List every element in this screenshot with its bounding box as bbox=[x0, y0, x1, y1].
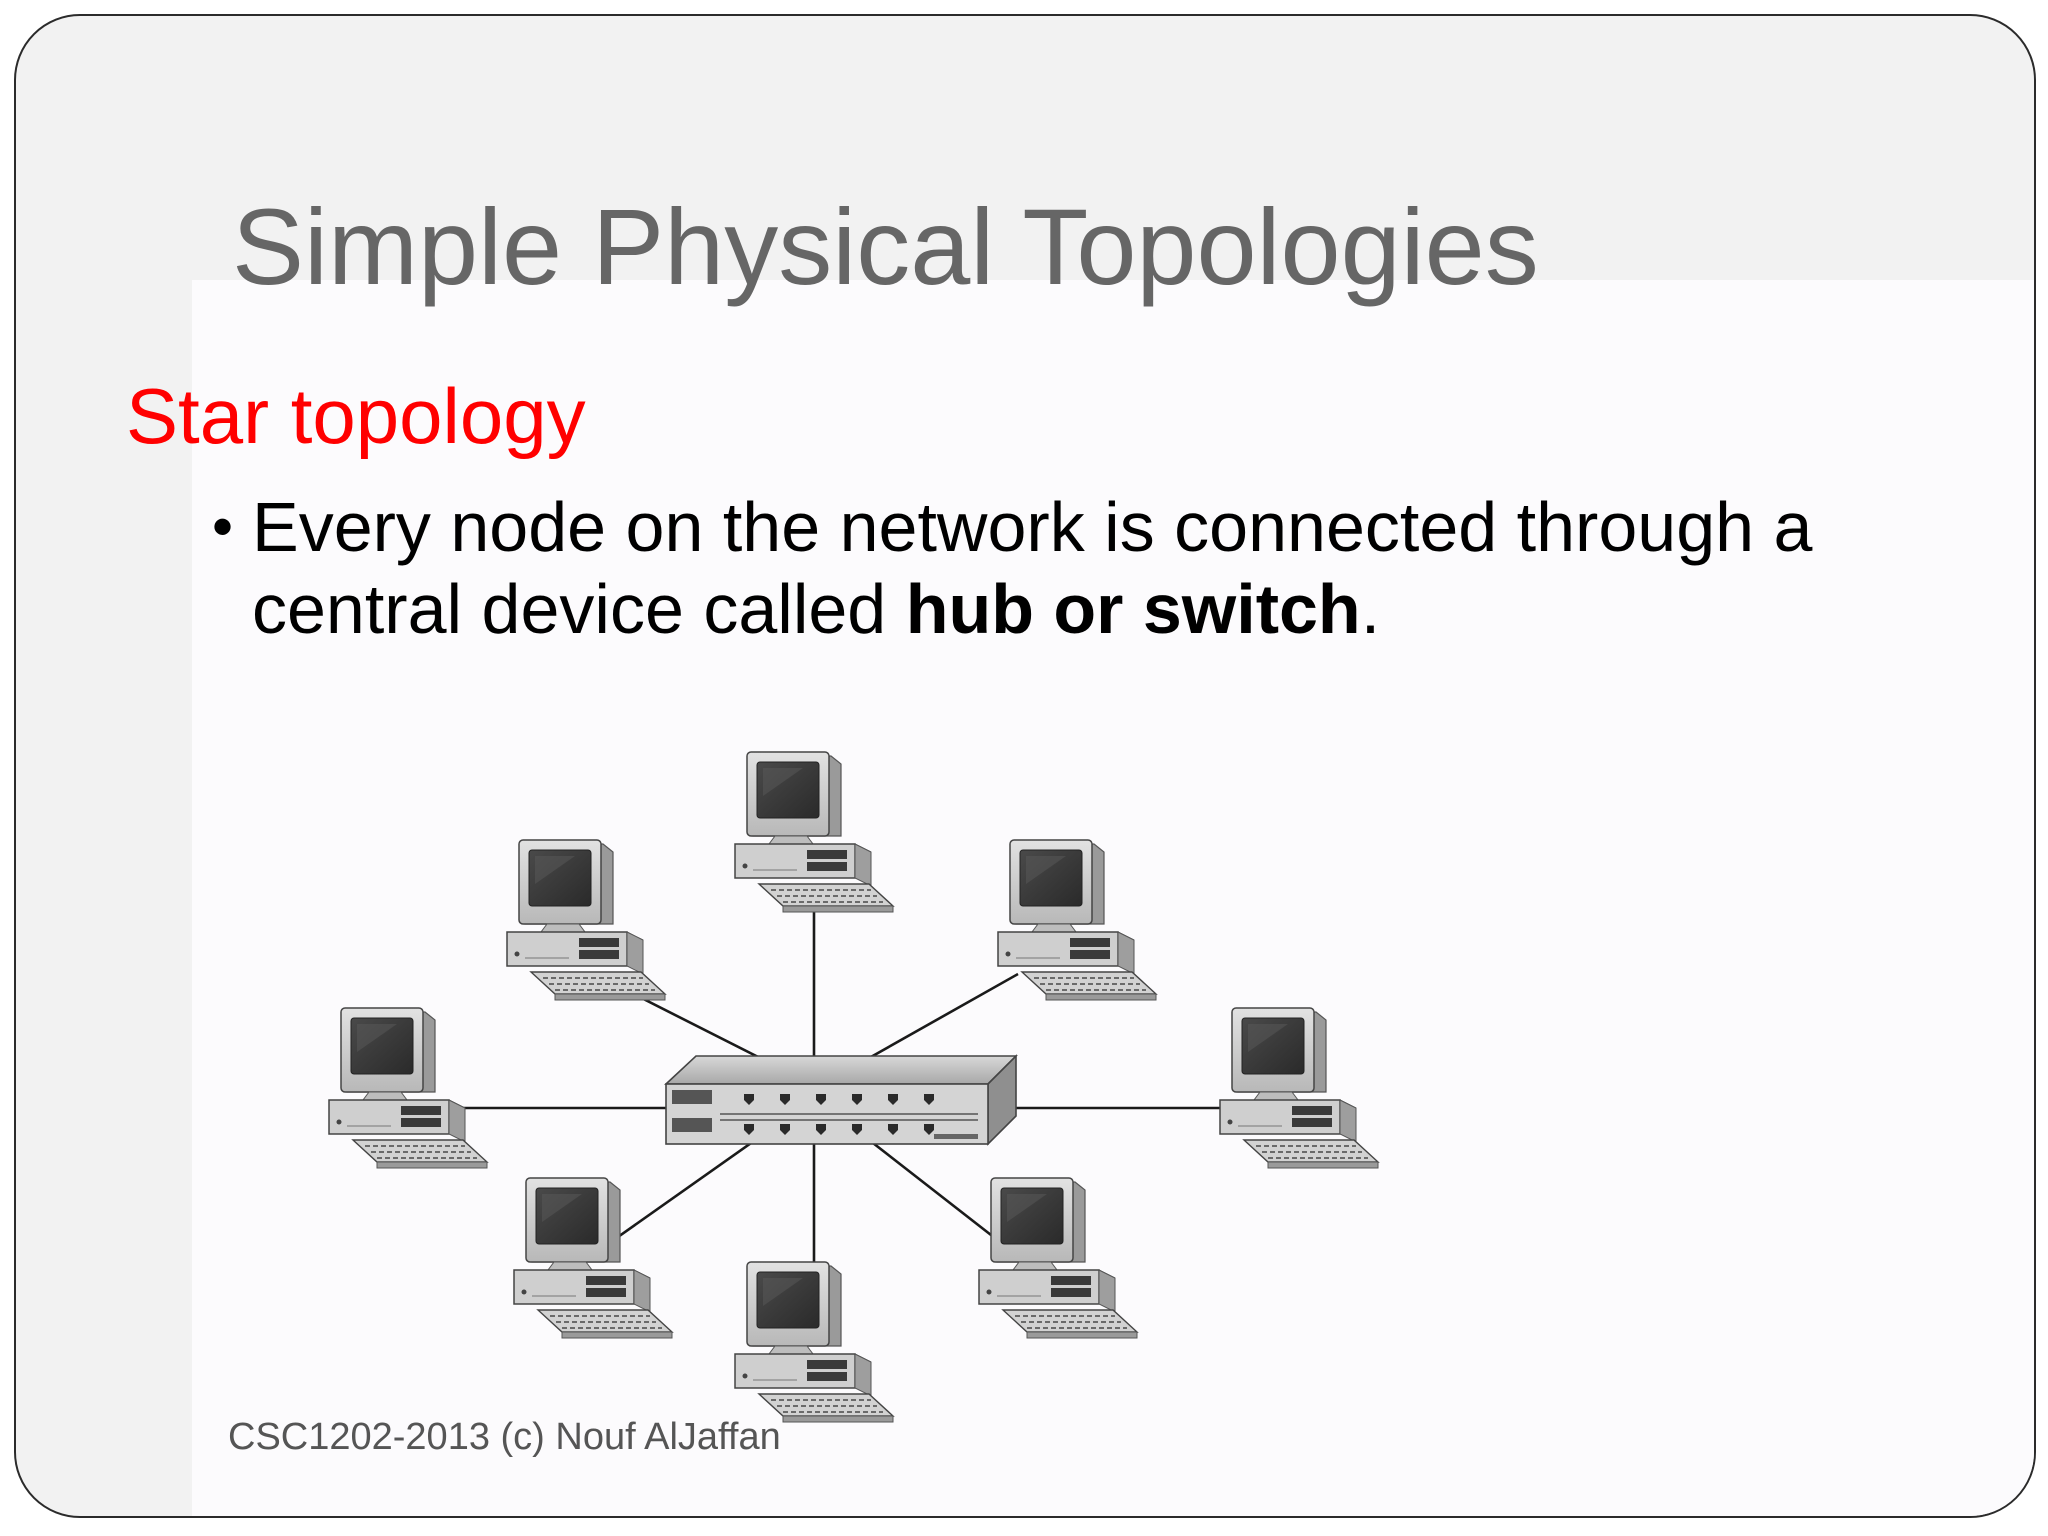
star-topology-diagram bbox=[328, 751, 1379, 1423]
computer-node-right bbox=[1219, 1007, 1379, 1169]
bullet-text-plain: Every node on the network is connected t… bbox=[252, 488, 1813, 648]
computer-node-upper-right bbox=[997, 839, 1157, 1001]
bullet-text-bold: hub or switch bbox=[905, 570, 1361, 648]
bullet-dot-icon: • bbox=[212, 493, 234, 560]
computer-node-upper-left bbox=[506, 839, 666, 1001]
slide-footer: CSC1202-2013 (c) Nouf AlJaffan bbox=[228, 1416, 781, 1458]
bullet-text: Every node on the network is connected t… bbox=[252, 486, 1992, 650]
hub-switch bbox=[663, 1054, 1018, 1146]
computer-node-bottom bbox=[734, 1261, 894, 1423]
slide-title: Simple Physical Topologies bbox=[232, 186, 1539, 307]
computer-node-left bbox=[328, 1007, 488, 1169]
computer-node-lower-left bbox=[513, 1177, 673, 1339]
slide-subtitle: Star topology bbox=[126, 372, 586, 460]
computer-node-lower-right bbox=[978, 1177, 1138, 1339]
computer-node-top bbox=[734, 751, 894, 913]
slide-frame: Simple Physical Topologies Star topology… bbox=[14, 14, 2036, 1518]
bullet-text-end: . bbox=[1360, 570, 1381, 648]
